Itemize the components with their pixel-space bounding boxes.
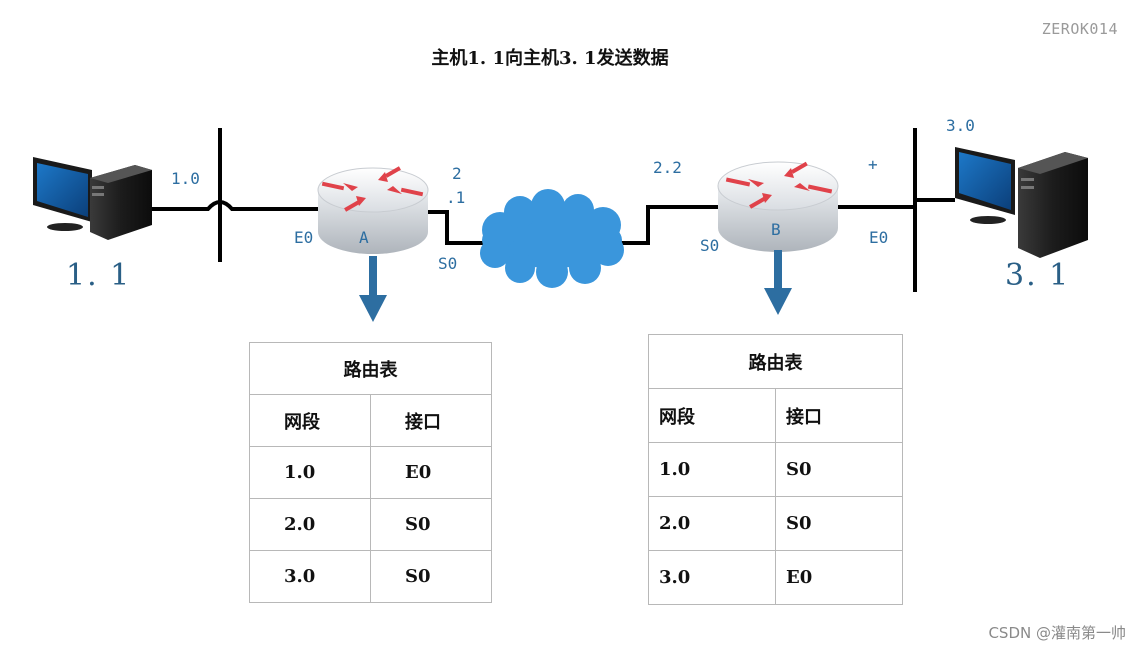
wan-right-label: 2.2 <box>653 158 682 177</box>
wan-cloud-icon <box>480 189 624 288</box>
host-right-computer-icon <box>955 147 1088 258</box>
cell-network: 3.0 <box>249 550 371 603</box>
router-b-icon <box>717 161 839 252</box>
network-right-label: 3.0 <box>946 116 975 135</box>
table-row: 2.0 S0 <box>249 498 492 551</box>
router-b-wan-interface: S0 <box>700 236 720 255</box>
host-left-label: 1. 1 <box>66 258 132 293</box>
cell-interface: E0 <box>775 550 903 605</box>
table-row: 3.0 E0 <box>648 550 903 605</box>
host-left-computer-icon <box>33 157 152 240</box>
cell-network: 3.0 <box>648 550 776 605</box>
routing-table-title: 路由表 <box>648 334 903 389</box>
network-left-label: 1.0 <box>171 169 200 188</box>
cell-interface: E0 <box>370 446 492 499</box>
cell-network: 1.0 <box>249 446 371 499</box>
router-b-lan-interface: E0 <box>869 228 889 247</box>
wan-links <box>428 205 718 245</box>
cell-network: 2.0 <box>648 496 776 551</box>
watermark-bottom: CSDN @灌南第一帅 <box>988 624 1126 642</box>
cell-interface: S0 <box>370 498 492 551</box>
arrow-router-b-to-table <box>764 250 792 315</box>
routing-table-b: 路由表 网段 接口 1.0 S0 2.0 S0 3.0 E0 <box>648 334 903 605</box>
cell-interface: S0 <box>775 442 903 497</box>
lan-right-bus <box>838 128 955 292</box>
lan-left-bus <box>152 128 318 262</box>
header-interface: 接口 <box>775 388 903 443</box>
host-right-label: 3. 1 <box>1005 258 1071 293</box>
diagram-title: 主机1. 1向主机3. 1发送数据 <box>431 48 669 69</box>
cell-network: 1.0 <box>648 442 776 497</box>
cell-interface: S0 <box>370 550 492 603</box>
table-row: 1.0 S0 <box>648 442 903 497</box>
wan-left-label-bottom: .1 <box>446 188 466 207</box>
header-network-segment: 网段 <box>648 388 776 443</box>
table-row: 3.0 S0 <box>249 550 492 603</box>
router-a-wan-interface: S0 <box>438 254 458 273</box>
cell-network: 2.0 <box>249 498 371 551</box>
wan-left-label-top: 2 <box>452 164 462 183</box>
header-network-segment: 网段 <box>249 394 371 447</box>
router-a-icon <box>317 166 429 254</box>
plus-mark: + <box>868 155 878 174</box>
table-row: 2.0 S0 <box>648 496 903 551</box>
header-interface: 接口 <box>370 394 492 447</box>
cell-interface: S0 <box>775 496 903 551</box>
routing-table-title: 路由表 <box>249 342 492 395</box>
arrow-router-a-to-table <box>359 256 387 322</box>
router-a-lan-interface: E0 <box>294 228 314 247</box>
table-row: 1.0 E0 <box>249 446 492 499</box>
router-a-name: A <box>359 228 369 247</box>
router-b-name: B <box>771 220 781 239</box>
routing-table-a: 路由表 网段 接口 1.0 E0 2.0 S0 3.0 S0 <box>249 342 492 603</box>
watermark-top: ZEROK014 <box>1041 20 1118 38</box>
